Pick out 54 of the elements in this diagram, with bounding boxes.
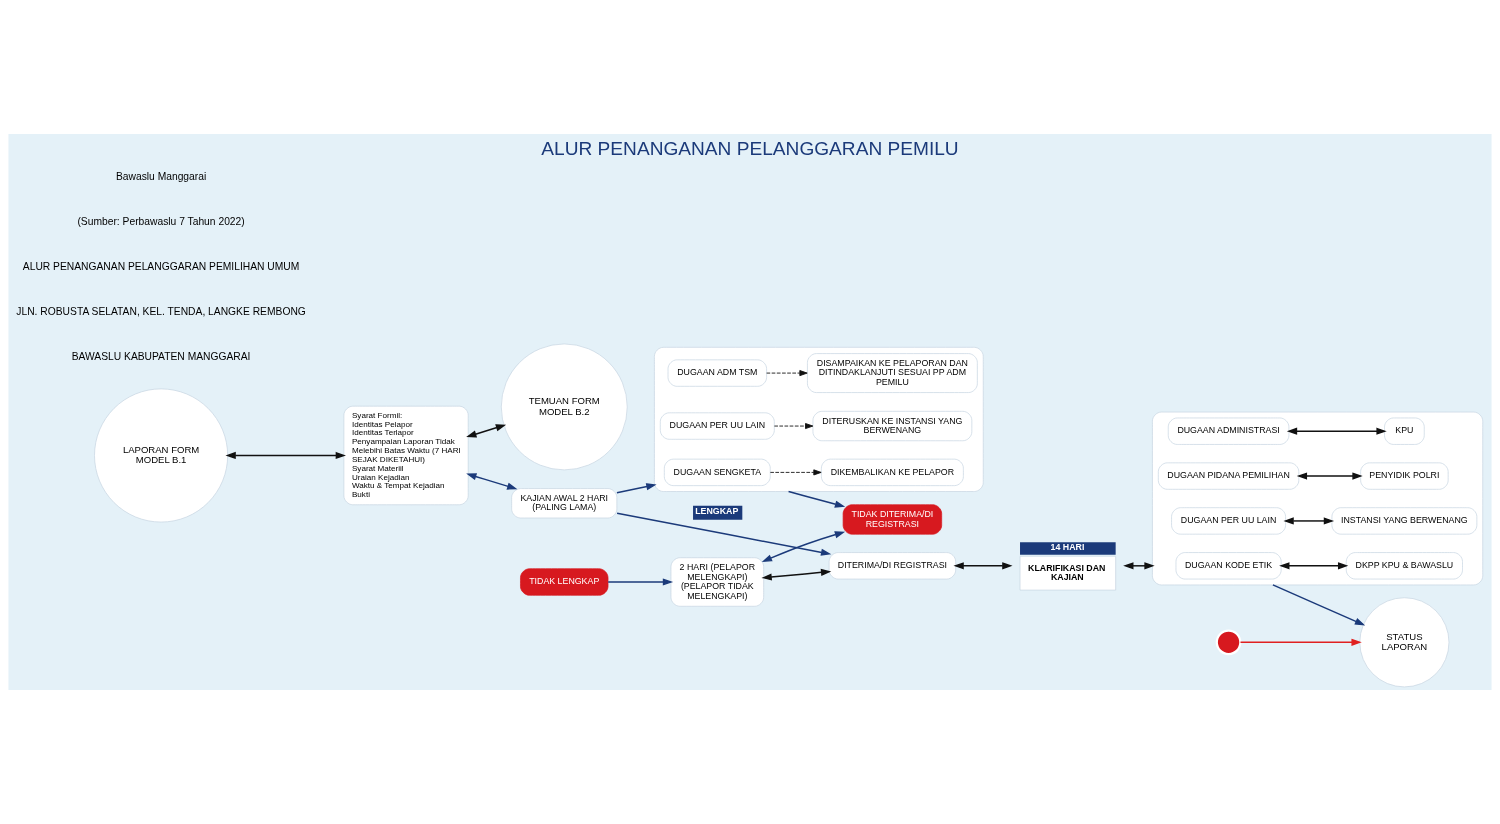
node-box: DITERUSKAN KE INSTANSI YANG BERWENANG (812, 410, 973, 442)
label: Bawaslu Manggarai (115, 171, 207, 183)
arrow (1272, 584, 1366, 626)
arrow (225, 451, 346, 460)
arrow (466, 424, 507, 438)
node-label: 14 HARI (1050, 542, 1085, 553)
node-box: DKPP KPU & BAWASLU (1345, 552, 1463, 580)
edge-label: LENGKAP (695, 506, 739, 517)
arrow (761, 531, 846, 562)
arrow (787, 490, 846, 508)
node-box: DUGAAN SENGKETA (663, 458, 771, 486)
arrow (1279, 562, 1349, 570)
cluster (1152, 411, 1484, 586)
node-box: 2 HARI (PELAPOR MELENGKAPI) (PELAPOR TIDAK MELENGKAPI) (670, 557, 764, 607)
arrow (1123, 562, 1155, 570)
node-box: DUGAAN PER UU LAIN (659, 412, 775, 440)
node-circle: STATUS LAPORAN (1359, 597, 1450, 688)
node-box: INSTANSI YANG BERWENANG (1331, 507, 1478, 535)
node-box: DUGAAN PIDANA PEMILIHAN (1157, 462, 1300, 490)
node-box: DIKEMBALIKAN KE PELAPOR (821, 458, 964, 486)
arrow (766, 370, 808, 377)
node-box: Syarat Formil: Identitas Pelapor Identitas Terlapor Penyampaian Laporan Tidak Melebihi Batas Waktu (7 HARI SEJAK DIKETAHUI) Syarat Materiil Uraian Kejadian Waktu & Tempat Kejadian Bukti (343, 405, 469, 506)
arrow (1296, 472, 1363, 480)
arrow (1239, 638, 1362, 646)
arrow (761, 568, 832, 581)
arrow (1283, 517, 1335, 525)
node-box: TIDAK DITERIMA/DI REGISTRASI (842, 504, 943, 535)
arrow (773, 423, 814, 430)
node-circle: TEMUAN FORM MODEL B.2 (500, 343, 628, 471)
node-box: DUGAAN ADMINISTRASI (1167, 417, 1290, 445)
arrow (953, 562, 1013, 570)
label: JLN. ROBUSTA SELATAN, KEL. TENDA, LANGKE REMBONG (16, 305, 306, 317)
arrow (616, 483, 657, 494)
label: (Sumber: Perbawaslu 7 Tahun 2022) (77, 216, 245, 227)
label: ALUR PENANGANAN PELANGGARAN PEMILIHAN UMUM (22, 260, 300, 272)
node-box: KAJIAN AWAL 2 HARI (PALING LAMA) (511, 488, 618, 519)
cluster (654, 346, 984, 492)
arrow (769, 469, 822, 476)
node-box: DISAMPAIKAN KE PELAPORAN DAN DITINDAKLANJUTI SESUAI PP ADM PEMILU (807, 353, 978, 393)
node-box: DUGAAN ADM TSM (667, 359, 767, 387)
node-box: DUGAAN KODE ETIK (1175, 552, 1282, 580)
arrow (466, 473, 518, 490)
arrow (1286, 427, 1387, 435)
node-circle: LAPORAN FORM MODEL B.1 (94, 388, 229, 523)
arrow (607, 578, 674, 586)
label: BAWASLU KABUPATEN MANGGARAI (71, 350, 251, 362)
node-box: PENYIDIK POLRI (1360, 462, 1449, 490)
node-box: DUGAAN PER UU LAIN (1171, 507, 1286, 535)
arrow (616, 512, 832, 556)
node-box: DITERIMA/DI REGISTRASI (828, 552, 956, 580)
node-circle (1215, 629, 1242, 656)
diagram-title: ALUR PENANGANAN PELANGGARAN PEMILU (541, 138, 959, 160)
node-box: TIDAK LENGKAP (520, 568, 609, 596)
node-box: KPU (1384, 417, 1425, 445)
